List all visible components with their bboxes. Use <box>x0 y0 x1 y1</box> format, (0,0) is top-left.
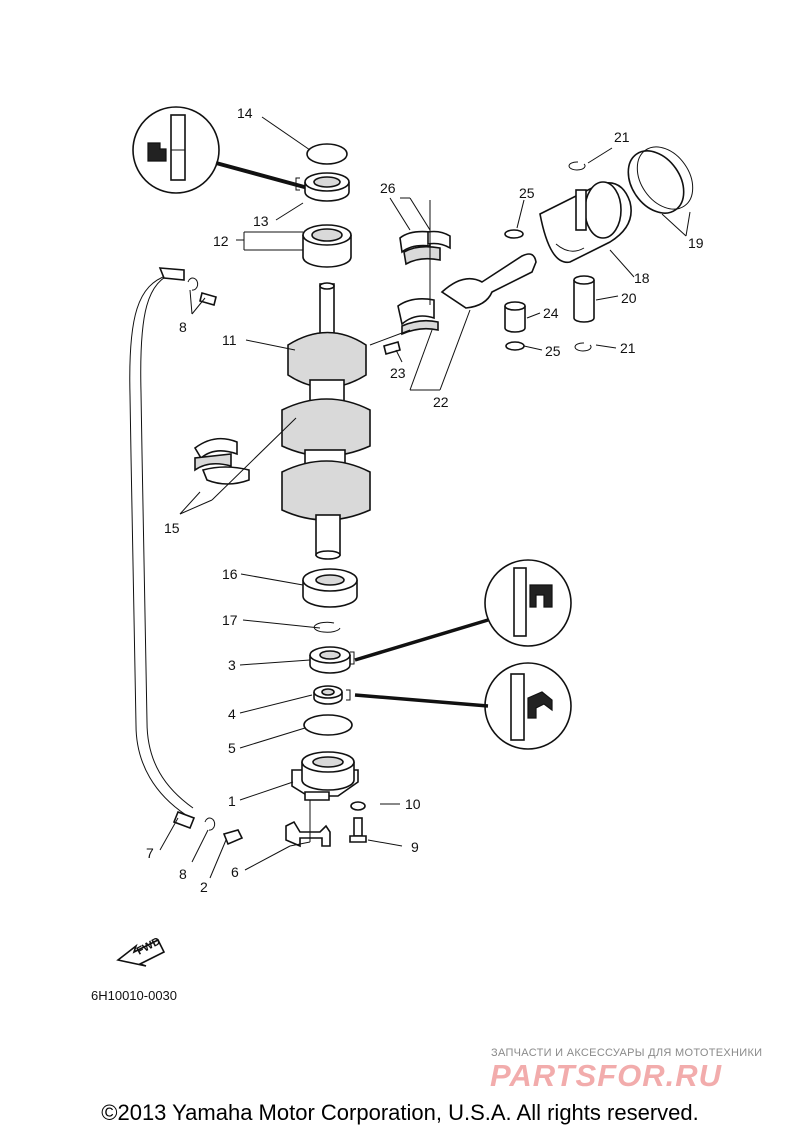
callout-23: 23 <box>390 365 406 381</box>
part-circlip-21-top <box>568 161 586 171</box>
callout-10: 10 <box>405 796 421 812</box>
grease-icon <box>132 106 309 194</box>
callout-11: 11 <box>222 332 237 348</box>
callout-12: 12 <box>213 233 229 249</box>
callout-21-top: 21 <box>614 129 630 145</box>
part-o-ring-5 <box>303 714 353 736</box>
part-fitting-8-top <box>199 292 217 306</box>
part-circlip-21-bottom <box>574 342 592 352</box>
callout-21-bottom: 21 <box>620 340 636 356</box>
part-oil-seal-4 <box>313 685 343 705</box>
callout-18: 18 <box>634 270 650 286</box>
callout-26: 26 <box>380 180 396 196</box>
part-washer-25-top <box>504 229 524 239</box>
callout-25-bottom: 25 <box>545 343 561 359</box>
callout-19: 19 <box>688 235 704 251</box>
part-ball-bearing-16 <box>302 568 358 608</box>
part-washer-10 <box>350 801 366 811</box>
forward-arrow-icon: FWD <box>116 935 166 967</box>
part-clip-8 <box>204 817 216 831</box>
diagram-code: 6H10010-0030 <box>91 988 177 1003</box>
part-bracket-6 <box>285 820 331 848</box>
part-circlip-17 <box>313 621 341 633</box>
part-washer-25-bottom <box>505 341 525 351</box>
watermark-tagline: ЗАПЧАСТИ И АКСЕССУАРЫ ДЛЯ МОТОТЕХНИКИ <box>491 1047 762 1059</box>
part-bearing-12 <box>302 224 352 268</box>
callout-9: 9 <box>411 839 419 855</box>
part-crankshaft-11 <box>281 282 371 560</box>
callout-25-top: 25 <box>519 185 535 201</box>
copyright-notice: ©2013 Yamaha Motor Corporation, U.S.A. A… <box>101 1100 699 1125</box>
callout-13: 13 <box>253 213 269 229</box>
sealant-icon <box>354 662 572 750</box>
watermark-brand: PARTSFOR.RU <box>490 1058 723 1093</box>
part-piston-18 <box>539 181 632 263</box>
part-housing-1 <box>291 751 359 801</box>
part-fitting-2 <box>222 829 244 846</box>
callout-17: 17 <box>222 612 238 628</box>
callout-6: 6 <box>231 864 239 880</box>
callout-15: 15 <box>164 520 180 536</box>
part-oil-seal-3 <box>309 646 351 674</box>
part-o-ring-14 <box>306 143 348 165</box>
part-conrod-22 <box>397 253 537 336</box>
callout-7: 7 <box>146 845 154 861</box>
part-bolt-9 <box>349 817 367 843</box>
part-oil-seal-13 <box>304 172 350 202</box>
sealant-icon <box>354 559 572 662</box>
callout-3: 3 <box>228 657 236 673</box>
part-needle-bearing-24 <box>504 301 526 333</box>
callout-2: 2 <box>200 879 208 895</box>
callout-20: 20 <box>621 290 637 306</box>
part-hose-7 <box>129 267 196 830</box>
callout-4: 4 <box>228 706 236 722</box>
part-piston-rings-19 <box>627 146 694 214</box>
callout-8-bottom: 8 <box>179 866 187 882</box>
part-piston-pin-20 <box>573 275 595 323</box>
callout-5: 5 <box>228 740 236 756</box>
callout-16: 16 <box>222 566 238 582</box>
callout-24: 24 <box>543 305 559 321</box>
part-bearing-halves-15 <box>193 437 250 485</box>
callout-1: 1 <box>228 793 236 809</box>
callout-8-top: 8 <box>179 319 187 335</box>
callout-22: 22 <box>433 394 449 410</box>
part-clip-8 <box>187 277 199 291</box>
callout-labels: 14 13 12 11 8 15 16 17 3 4 5 1 10 9 6 7 … <box>146 105 704 895</box>
callout-14: 14 <box>237 105 253 121</box>
part-bearing-halves-26 <box>399 230 451 266</box>
leader-lines <box>159 116 691 879</box>
